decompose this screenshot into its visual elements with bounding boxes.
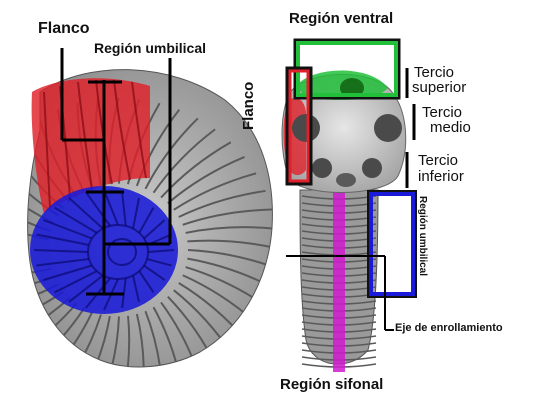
siphon-stripe xyxy=(333,180,345,372)
label-region-umbilical-right: Región umbilical xyxy=(417,196,428,276)
label-tercio-inferior-2: inferior xyxy=(418,168,464,185)
ammonite-side-view xyxy=(0,48,278,400)
label-region-umbilical-left: Región umbilical xyxy=(94,40,206,56)
chamber-lower-left xyxy=(312,158,332,178)
chamber-left xyxy=(292,114,320,142)
label-tercio-superior-2: superior xyxy=(412,79,466,96)
label-region-ventral: Región ventral xyxy=(289,10,393,27)
label-tercio-medio-2: medio xyxy=(430,119,471,136)
label-eje-enrollamiento: Eje de enrollamiento xyxy=(395,322,503,334)
chamber-right xyxy=(374,114,402,142)
chamber-lower-right xyxy=(362,158,382,178)
label-tercio-inferior-1: Tercio xyxy=(418,152,458,169)
label-flanco-right: Flanco xyxy=(240,82,257,130)
chamber-bottom xyxy=(336,173,356,187)
label-region-sifonal: Región sifonal xyxy=(280,376,383,393)
label-flanco-left: Flanco xyxy=(38,20,90,38)
